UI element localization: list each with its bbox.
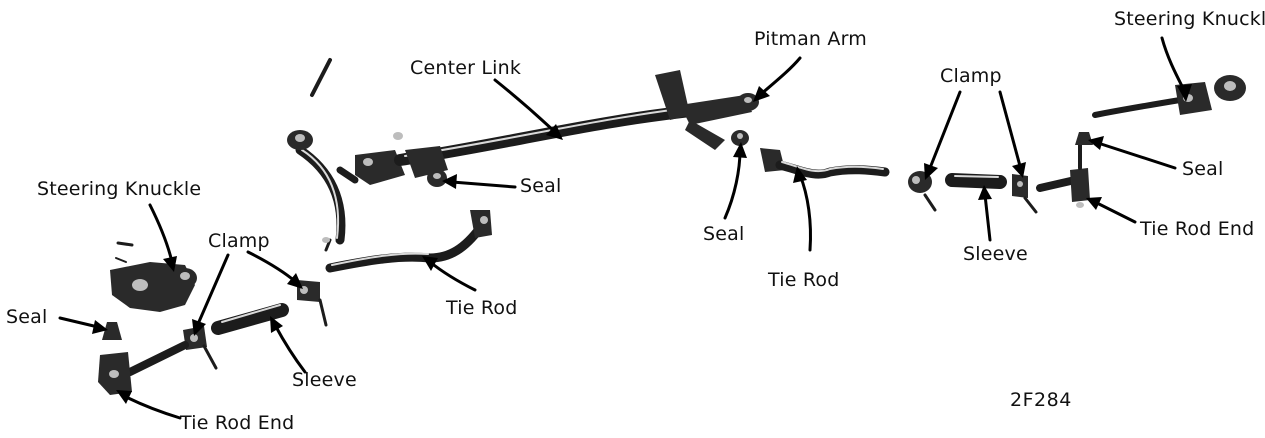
leader-clamp-left-b (246, 250, 298, 284)
clamp-right-inner (908, 171, 937, 212)
leader-seal-right (1096, 141, 1177, 170)
tie-rod-right (760, 148, 890, 179)
leader-tie-rod-right (798, 173, 812, 252)
label-tie-rod-left: Tie Rod (446, 297, 518, 319)
label-center-link: Center Link (410, 57, 522, 79)
label-sleeve-left: Sleeve (292, 369, 357, 391)
clamp-left-outer (297, 280, 328, 327)
leader-clamp-left-a (196, 253, 230, 326)
leader-sleeve-right (983, 193, 992, 242)
seal-right (1075, 132, 1093, 145)
leader-seal-center (450, 180, 517, 189)
label-steering-knuckle-right: Steering Knuckle (1114, 8, 1265, 30)
leader-clamp-right-b (998, 90, 1022, 168)
leader-tie-rod-left (428, 260, 477, 292)
leader-seal-left (58, 316, 100, 329)
tie-rod-left (325, 210, 492, 273)
pitman-arm (655, 70, 759, 150)
tie-rod-end-right (1036, 143, 1090, 208)
clamp-left-inner (183, 326, 218, 370)
idler-arm (287, 58, 346, 252)
label-steering-knuckle-left: Steering Knuckle (37, 178, 202, 200)
leader-pitman-arm (758, 56, 802, 97)
leader-tie-rod-end-right (1093, 200, 1137, 224)
figure-id: 2F284 (1010, 389, 1072, 411)
clamp-right-outer (1012, 174, 1038, 214)
label-tie-rod-right: Tie Rod (768, 269, 840, 291)
label-sleeve-right: Sleeve (963, 243, 1028, 265)
tie-rod-end-left (98, 341, 189, 395)
leader-lines (58, 36, 1192, 420)
label-seal-left: Seal (6, 306, 48, 328)
leader-seal-pitman (723, 148, 742, 220)
label-pitman-arm: Pitman Arm (754, 28, 867, 50)
label-seal-center: Seal (520, 175, 562, 197)
leader-sleeve-left (273, 323, 307, 374)
leader-clamp-right-a (928, 90, 962, 170)
seal-left (102, 322, 122, 340)
label-clamp-right: Clamp (940, 65, 1002, 87)
leader-center-link (493, 78, 557, 134)
sleeve-right (945, 173, 1007, 189)
label-seal-right: Seal (1182, 158, 1224, 180)
sleeve-left (211, 303, 289, 335)
label-tie-rod-end-right: Tie Rod End (1140, 218, 1255, 240)
label-seal-pitman: Seal (703, 223, 745, 245)
leader-steering-knuckle-left (148, 203, 174, 264)
leader-tie-rod-end-left (122, 394, 182, 420)
steering-knuckle-left (110, 241, 197, 312)
steering-knuckle-right (1092, 75, 1246, 118)
center-link-left-bracket (336, 132, 405, 185)
leader-steering-knuckle-right (1160, 36, 1187, 94)
label-clamp-left: Clamp (208, 230, 270, 252)
label-tie-rod-end-left: Tie Rod End (180, 412, 295, 434)
